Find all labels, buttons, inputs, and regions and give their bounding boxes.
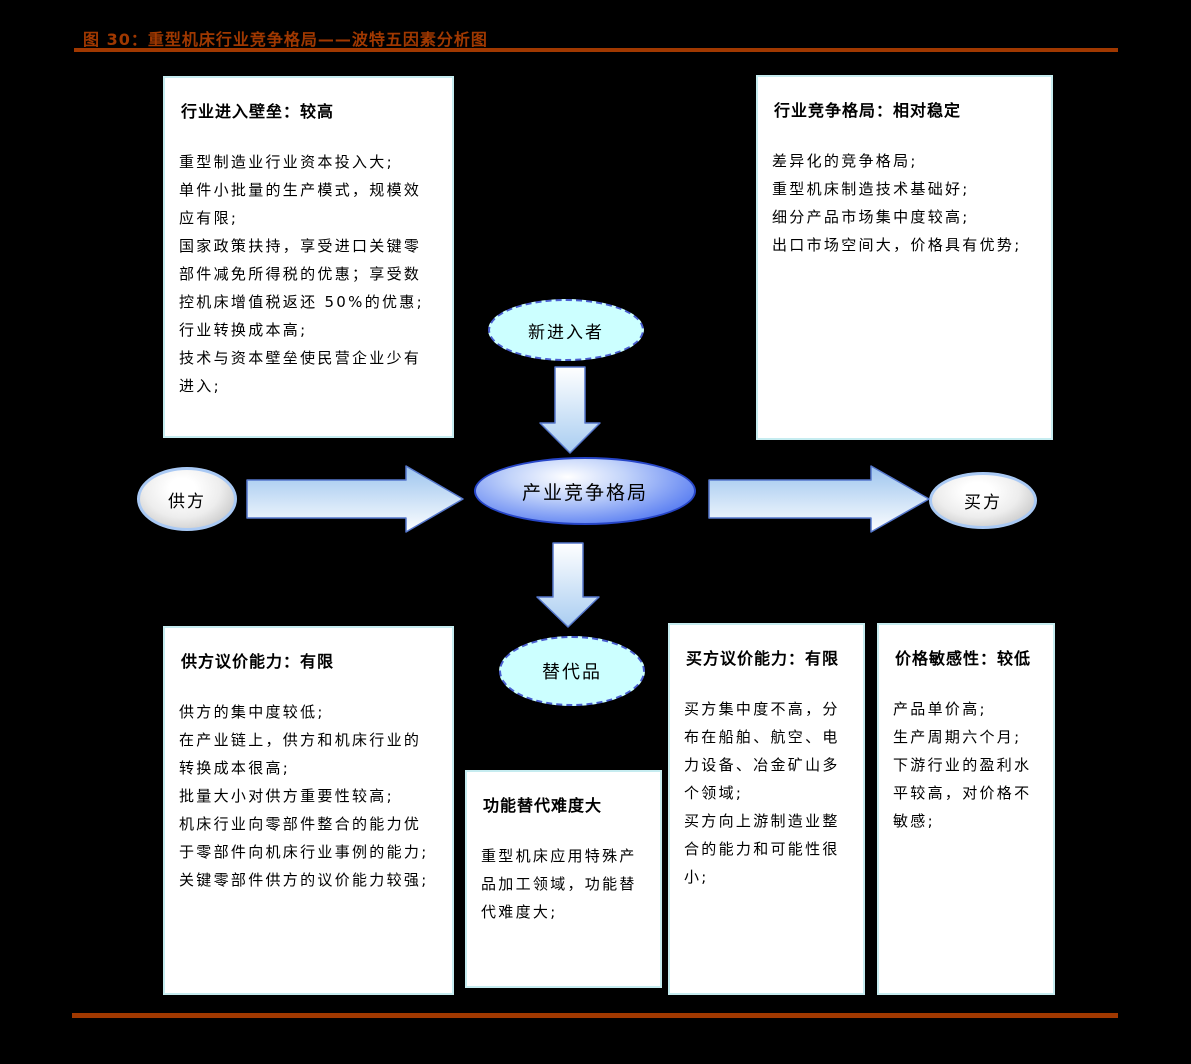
supplier-power-box: 供方议价能力：有限 供方的集中度较低; 在产业链上，供方和机床行业的转换成本很高… (163, 626, 454, 995)
suppliers-ellipse: 供方 (137, 467, 237, 531)
down-arrow-new-entrants (539, 366, 601, 454)
figure-title: 图 30：重型机床行业竞争格局——波特五因素分析图 (83, 30, 488, 49)
buyers-label: 买方 (964, 493, 1002, 513)
new-entrants-ellipse: 新进入者 (488, 299, 644, 361)
buyer-power-box: 买方议价能力：有限 买方集中度不高，分布在船舶、航空、电力设备、冶金矿山多个领域… (668, 623, 865, 995)
buyer-power-body: 买方集中度不高，分布在船舶、航空、电力设备、冶金矿山多个领域; 买方向上游制造业… (684, 700, 840, 886)
buyers-ellipse: 买方 (929, 472, 1037, 529)
substitutes-ellipse: 替代品 (499, 636, 645, 706)
right-arrow-suppliers (246, 465, 464, 533)
new-entrants-label: 新进入者 (528, 322, 604, 343)
title-underline (74, 48, 1118, 52)
competition-pattern-heading: 行业竞争格局：相对稳定 (774, 101, 962, 120)
industry-competition-ellipse: 产业竞争格局 (474, 457, 696, 525)
substitutes-label: 替代品 (542, 662, 602, 683)
price-sensitivity-box: 价格敏感性：较低 产品单价高; 生产周期六个月; 下游行业的盈利水平较高，对价格… (877, 623, 1055, 995)
right-arrow-buyers (708, 465, 930, 533)
down-arrow-substitutes (536, 542, 600, 628)
substitution-box: 功能替代难度大 重型机床应用特殊产品加工领域，功能替代难度大; (465, 770, 662, 988)
competition-pattern-body: 差异化的竞争格局; 重型机床制造技术基础好; 细分产品市场集中度较高; 出口市场… (772, 152, 1022, 254)
suppliers-label: 供方 (168, 491, 206, 512)
competition-pattern-box: 行业竞争格局：相对稳定 差异化的竞争格局; 重型机床制造技术基础好; 细分产品市… (756, 75, 1053, 440)
buyer-power-heading: 买方议价能力：有限 (686, 649, 840, 668)
footer-rule (72, 1013, 1118, 1018)
entry-barrier-box: 行业进入壁垒：较高 重型制造业行业资本投入大; 单件小批量的生产模式，规模效应有… (163, 76, 454, 438)
industry-competition-label: 产业竞争格局 (521, 481, 648, 504)
supplier-power-heading: 供方议价能力：有限 (181, 652, 335, 671)
entry-barrier-heading: 行业进入壁垒：较高 (181, 102, 335, 121)
price-sensitivity-body: 产品单价高; 生产周期六个月; 下游行业的盈利水平较高，对价格不敏感; (893, 700, 1032, 830)
supplier-power-body: 供方的集中度较低; 在产业链上，供方和机床行业的转换成本很高; 批量大小对供方重… (179, 703, 429, 889)
substitution-heading: 功能替代难度大 (483, 796, 603, 815)
price-sensitivity-heading: 价格敏感性：较低 (895, 649, 1032, 668)
entry-barrier-body: 重型制造业行业资本投入大; 单件小批量的生产模式，规模效应有限; 国家政策扶持，… (179, 153, 424, 395)
substitution-body: 重型机床应用特殊产品加工领域，功能替代难度大; (481, 847, 637, 921)
